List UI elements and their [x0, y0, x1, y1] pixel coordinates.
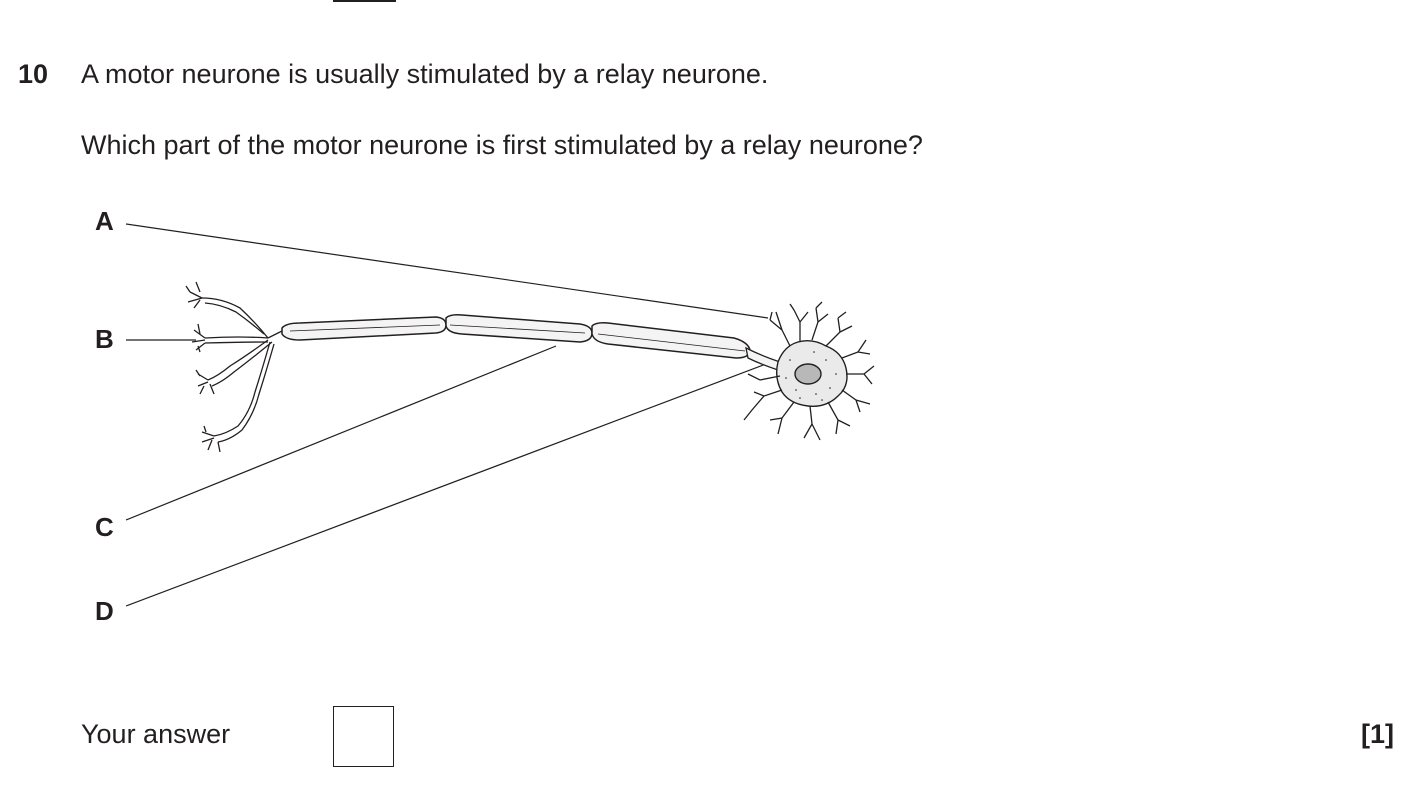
axon — [281, 314, 751, 359]
marks-indicator: [1] — [1361, 719, 1394, 749]
axon-hillock — [745, 346, 781, 371]
nucleus — [794, 363, 822, 385]
leader-lines — [125, 223, 769, 607]
leader-line-d — [125, 363, 767, 607]
cytoplasm-stipple — [785, 351, 837, 401]
label-a: A — [95, 206, 114, 236]
myelin-segment-3 — [591, 322, 751, 359]
question-prompt: Which part of the motor neurone is first… — [81, 130, 923, 160]
question-number: 10 — [18, 59, 49, 89]
question-stem: A motor neurone is usually stimulated by… — [81, 59, 769, 89]
label-b: B — [95, 324, 114, 354]
answer-label: Your answer — [81, 719, 231, 749]
label-d: D — [95, 596, 114, 626]
myelin-segment-1 — [281, 316, 447, 341]
myelin-segment-2 — [445, 314, 593, 343]
axon-core — [289, 324, 746, 352]
axon-terminals — [185, 281, 283, 453]
dendrites — [743, 301, 875, 441]
leader-line-c — [125, 345, 557, 521]
answer-input-box[interactable] — [333, 706, 394, 767]
label-c: C — [95, 512, 114, 542]
motor-neurone-diagram — [125, 223, 875, 607]
previous-answer-box-edge — [333, 0, 396, 2]
leader-line-a — [125, 223, 769, 319]
cell-body — [775, 339, 848, 407]
